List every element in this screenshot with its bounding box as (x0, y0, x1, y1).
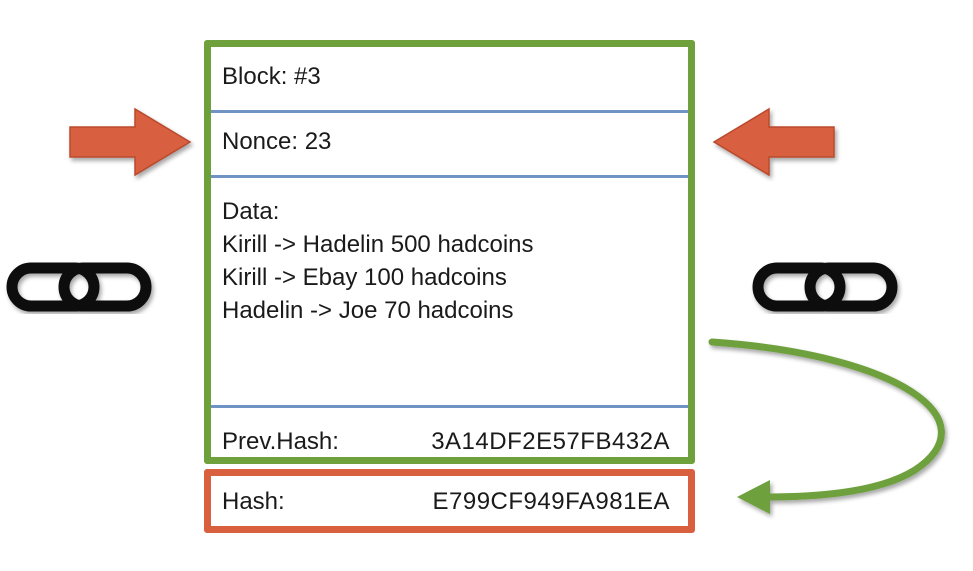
prev-hash-value: 3A14DF2E57FB432A (431, 428, 670, 455)
chain-link-icon (752, 262, 898, 312)
chain-link-icon (6, 262, 152, 312)
data-section: Data: Kirill -> Hadelin 500 hadcoins Kir… (211, 195, 688, 327)
arrow-right-icon (69, 107, 192, 177)
separator (211, 175, 688, 178)
nonce-label: Nonce: 23 (222, 128, 332, 155)
block-card: Block: #3 Nonce: 23 Data: Kirill -> Hade… (204, 40, 695, 464)
prev-hash-label: Prev.Hash: (222, 428, 339, 455)
block-number-label: Block: #3 (222, 63, 321, 90)
separator (211, 405, 688, 408)
data-line: Kirill -> Hadelin 500 hadcoins (222, 231, 534, 258)
hash-value: E799CF949FA981EA (432, 488, 670, 515)
curved-arrow-icon (708, 338, 945, 514)
data-line: Kirill -> Ebay 100 hadcoins (222, 264, 507, 291)
arrow-left-icon (712, 107, 835, 177)
block-number: Block: #3 (211, 61, 688, 93)
nonce: Nonce: 23 (211, 126, 688, 158)
data-line: Hadelin -> Joe 70 hadcoins (222, 297, 514, 324)
prev-hash: Prev.Hash: 3A14DF2E57FB432A (211, 426, 688, 458)
separator (211, 110, 688, 113)
hash-card: Hash: E799CF949FA981EA (204, 469, 695, 533)
hash-label: Hash: (222, 488, 285, 515)
data-label: Data: (222, 198, 280, 225)
